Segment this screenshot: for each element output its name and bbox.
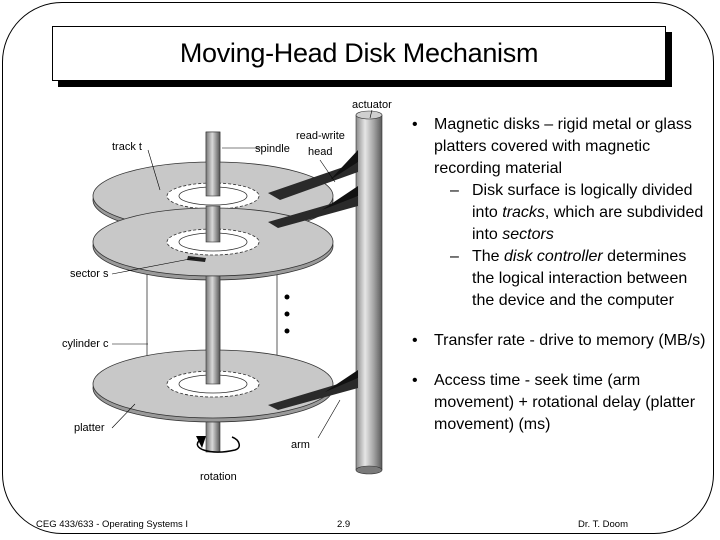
actuator-top [355, 110, 383, 120]
footer-page-number: 2.9 [337, 519, 351, 530]
sub-text-tracks: tracks [502, 204, 545, 221]
label-track: track t [112, 141, 142, 153]
slide-title: Moving-Head Disk Mechanism [179, 38, 539, 68]
arm-3 [268, 370, 358, 410]
sub-text-sectors: sectors [502, 226, 554, 243]
actuator-column [355, 114, 383, 471]
bullet-access-time: • Access time - seek time (arm movement)… [412, 370, 712, 436]
actuator-base [355, 465, 383, 475]
bullet-marker: • [412, 332, 418, 349]
bullet-text: Transfer rate - drive to memory (MB/s) [434, 332, 706, 349]
footer-author: Dr. T. Doom [578, 519, 628, 530]
sub-text-mid: , which are subdivided into [472, 204, 704, 243]
bullet-text: Access time - seek time (arm movement) +… [434, 372, 696, 433]
label-arm: arm [291, 439, 310, 451]
title-box: Moving-Head Disk Mechanism [52, 26, 666, 81]
sub-text-post: determines the logical interaction betwe… [472, 248, 688, 309]
spindle-segment-top [205, 131, 221, 197]
label-spindle: spindle [255, 143, 290, 155]
bullet-marker: • [412, 372, 418, 389]
sub-bullet-controller: – The disk controller determines the log… [412, 246, 712, 312]
label-sector: sector s [70, 268, 109, 280]
label-cylinder: cylinder c [62, 338, 109, 350]
spindle-segment-bottom [205, 275, 221, 385]
dash-marker: – [450, 182, 459, 199]
sub-text-pre: The [472, 248, 505, 265]
label-read-write: read-write [296, 130, 345, 142]
sub-text-pre: Disk surface is logically divided into [472, 182, 693, 221]
ellipsis-dot [284, 328, 290, 334]
footer-course: CEG 433/633 - Operating Systems I [36, 519, 189, 530]
label-platter: platter [74, 422, 105, 434]
label-actuator: actuator [352, 99, 392, 111]
sub-text-disk-controller: disk controller [504, 248, 603, 265]
arm-1 [268, 150, 358, 200]
bullet-transfer-rate: • Transfer rate - drive to memory (MB/s) [412, 330, 712, 352]
bullet-magnetic-disks: • Magnetic disks – rigid metal or glass … [412, 114, 712, 180]
ellipsis-dot [284, 294, 290, 300]
ellipsis-dot [284, 311, 290, 317]
arm-2 [268, 186, 358, 228]
leader-head [319, 159, 336, 183]
bullet-marker: • [412, 116, 418, 133]
leader-sector [111, 257, 196, 275]
slide-frame [2, 2, 714, 534]
bullet-text: Magnetic disks – rigid metal or glass pl… [434, 116, 692, 177]
leader-actuator [369, 109, 373, 119]
dash-marker: – [450, 248, 459, 265]
label-head: head [308, 146, 332, 158]
leader-track [147, 149, 161, 191]
leader-platter [111, 403, 136, 429]
label-rotation: rotation [200, 471, 237, 483]
bullet-list: • Magnetic disks – rigid metal or glass … [412, 114, 712, 436]
spindle-segment-mid [205, 205, 221, 243]
leader-arm [317, 399, 341, 439]
sub-bullet-tracks: – Disk surface is logically divided into… [412, 180, 712, 246]
rotation-arrow [196, 436, 240, 453]
